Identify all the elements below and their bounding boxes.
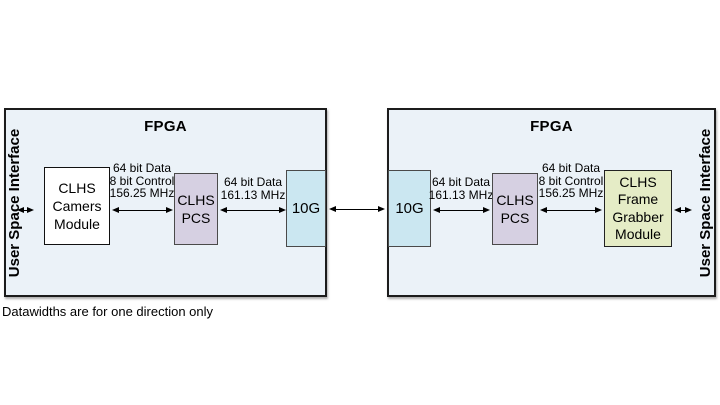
link-label-line: 64 bit Data (223, 175, 283, 189)
clhs-camera-module-box: CLHS Camers Module (44, 167, 110, 245)
arrow-10g-pcs-right (433, 207, 490, 214)
clhs-frame-grabber-module-box: CLHS Frame Grabber Module (604, 170, 672, 247)
box-label-line: 10G (291, 199, 321, 217)
box-label-line: CLHS (496, 192, 534, 208)
box-label-line: PCS (181, 210, 211, 226)
10g-box-left: 10G (286, 170, 326, 247)
link-label-pcs-10g-left: 64 bit Data 161.13 MHz (193, 176, 313, 201)
arrowhead-right-icon (595, 207, 602, 213)
arrow-shaft (333, 208, 381, 211)
arrowhead-right-icon (483, 207, 490, 213)
box-label-line: CLHS (619, 173, 657, 190)
arrow-shaft (116, 209, 169, 212)
clhs-pcs-box-right: CLHS PCS (492, 173, 538, 245)
arrowhead-left-icon (674, 207, 681, 213)
arrowhead-left-icon (540, 207, 547, 213)
arrow-pcs-10g-left (220, 207, 286, 214)
box-label-line: Frame (617, 191, 659, 207)
link-label-line: 64 bit Data (112, 161, 172, 175)
link-label-line: 156.25 MHz (109, 186, 175, 200)
box-label-line: Module (615, 226, 661, 242)
diagram-caption: Datawidths are for one direction only (2, 304, 214, 319)
box-label-line: CLHS (58, 180, 96, 196)
link-label-line: 8 bit Control (538, 173, 604, 188)
arrowhead-right-icon (279, 207, 286, 213)
link-label-line: 8 bit Control (109, 173, 175, 188)
arrow-shaft (224, 209, 282, 212)
arrowhead-left-icon (112, 207, 119, 213)
box-label-line: PCS (500, 210, 530, 226)
arrow-shaft (678, 209, 688, 212)
arrowhead-left-icon (329, 206, 336, 212)
fpga-left-block: FPGA User Space Interface CLHS Camers Mo… (4, 108, 327, 297)
arrow-shaft (21, 209, 30, 212)
arrow-interconnect-10g (329, 206, 385, 213)
arrow-shaft (544, 209, 598, 212)
fpga-right-block: FPGA 10G 64 bit Data 161.13 MHz CLHS PCS… (387, 108, 716, 297)
arrowhead-right-icon (685, 207, 692, 213)
box-label-line: Camers (52, 198, 102, 214)
link-label-line: 161.13 MHz (428, 187, 494, 202)
arrow-userspace-camera-left (17, 207, 34, 214)
arrow-camera-pcs (112, 207, 173, 214)
box-label-line: Module (54, 216, 100, 232)
arrowhead-right-icon (166, 207, 173, 213)
arrowhead-right-icon (378, 206, 385, 212)
arrowhead-left-icon (433, 207, 440, 213)
clhs-pcs-box-left: CLHS PCS (174, 173, 218, 245)
box-label-line: CLHS (177, 192, 215, 208)
arrowhead-left-icon (17, 207, 24, 213)
link-label-line: 64 bit Data (541, 161, 601, 175)
link-label-line: 156.25 MHz (538, 186, 604, 200)
link-label-line: 161.13 MHz (220, 187, 286, 202)
arrow-grabber-userspace-right (674, 207, 692, 214)
user-space-interface-right-label: User Space Interface (697, 128, 714, 278)
10g-box-right: 10G (388, 170, 431, 247)
arrowhead-right-icon (27, 207, 34, 213)
arrowhead-left-icon (220, 207, 227, 213)
arrow-pcs-grabber (540, 207, 602, 214)
box-label-line: 10G (395, 199, 424, 217)
link-label-pcs-grabber: 64 bit Data 8 bit Control 156.25 MHz (511, 162, 631, 200)
fpga-right-title: FPGA (530, 118, 573, 135)
user-space-interface-left-label: User Space Interface (6, 128, 23, 278)
arrow-shaft (437, 209, 486, 212)
link-label-10g-pcs-right: 64 bit Data 161.13 MHz (401, 176, 521, 201)
box-label-line: Grabber (612, 208, 664, 225)
link-label-camera-pcs: 64 bit Data 8 bit Control 156.25 MHz (82, 162, 202, 200)
link-label-line: 64 bit Data (431, 175, 491, 189)
fpga-left-title: FPGA (144, 118, 187, 135)
